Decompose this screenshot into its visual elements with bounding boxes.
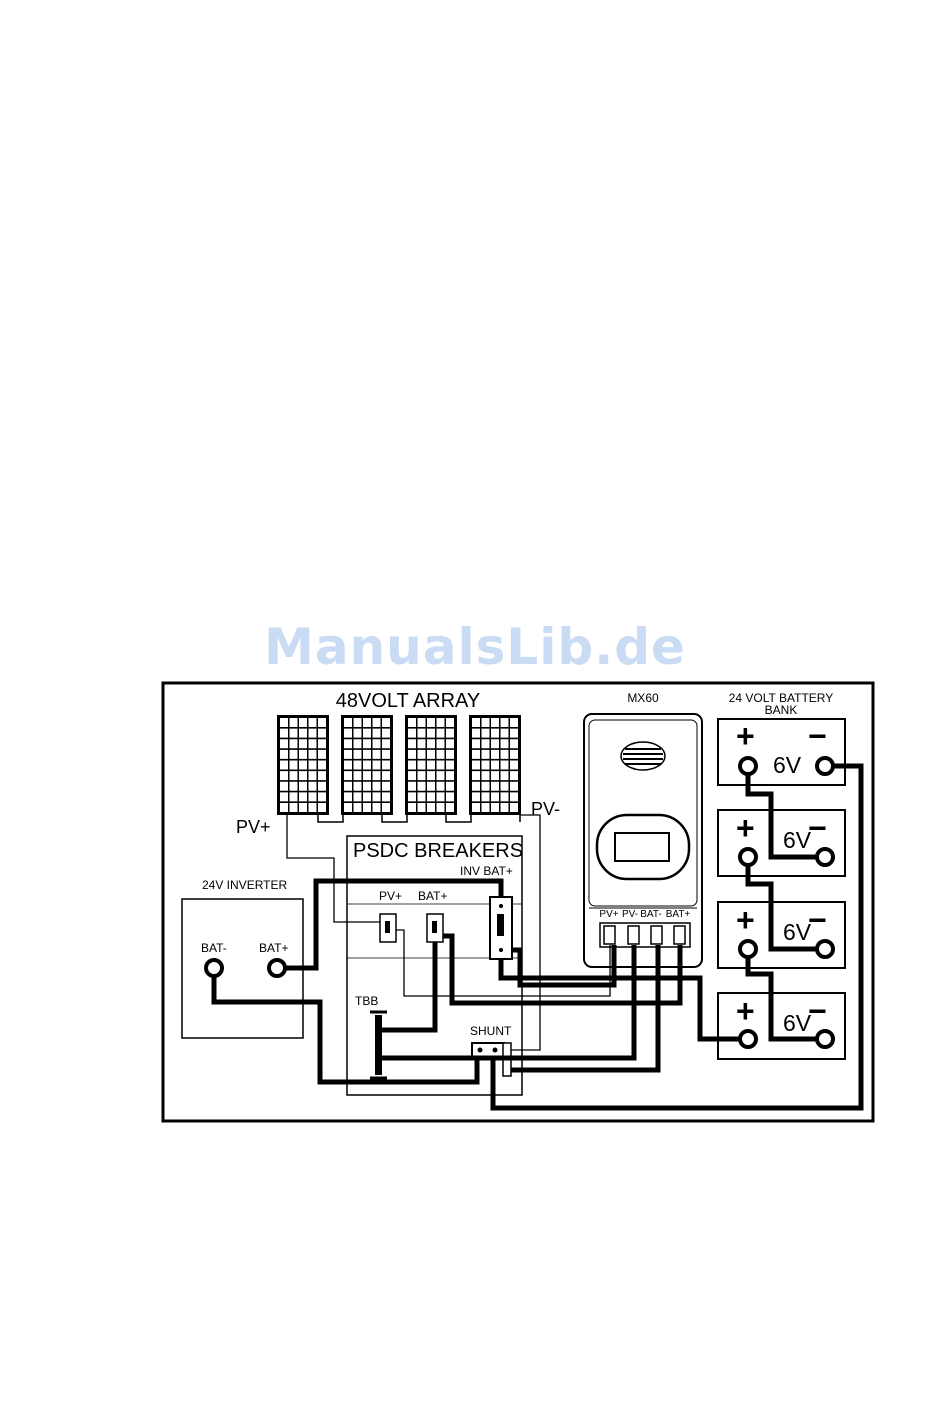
bat-plus-breaker [427, 914, 443, 942]
battery: + − 6V [718, 810, 845, 876]
battery-plus-sign: + [736, 993, 755, 1029]
battery-plus-sign: + [736, 810, 755, 846]
solar-panel [341, 715, 393, 815]
shunt-label: SHUNT [470, 1024, 512, 1038]
solar-panel [277, 715, 329, 815]
inv-bat-plus-label: INV BAT+ [460, 864, 513, 878]
battery-bank: + − 6V + − 6V + − 6V + − 6 [718, 718, 845, 1059]
battery-positive-terminal [740, 849, 756, 865]
battery-plus-sign: + [736, 718, 755, 754]
array-pv-plus-label: PV+ [236, 817, 271, 837]
inverter-title: 24V INVERTER [202, 878, 287, 892]
array-pv-minus-label: PV- [531, 799, 560, 819]
inverter-bat-plus-terminal [269, 960, 285, 976]
inverter-bat-minus-label: BAT- [201, 941, 227, 955]
battery-bank-title-line2: BANK [765, 703, 798, 717]
battery-positive-terminal [740, 941, 756, 957]
battery-positive-terminal [740, 758, 756, 774]
controller-terminal-label: BAT- [640, 909, 661, 920]
battery-negative-terminal [817, 1031, 833, 1047]
breaker-bat-plus-label: BAT+ [418, 889, 447, 903]
battery-voltage-label: 6V [783, 1010, 812, 1036]
battery-voltage-label: 6V [783, 919, 812, 945]
battery-voltage-label: 6V [783, 827, 812, 853]
breaker-pv-plus-label: PV+ [379, 889, 402, 903]
tbb-label: TBB [355, 994, 378, 1008]
pv-plus-breaker [380, 914, 396, 942]
battery-minus-sign: − [808, 718, 827, 754]
inv-bat-plus-breaker [490, 897, 512, 959]
controller-terminal-label: PV+ [599, 909, 618, 920]
solar-panel [469, 715, 521, 815]
battery-negative-terminal [817, 941, 833, 957]
battery: + − 6V [718, 993, 845, 1059]
battery-voltage-label: 6V [773, 752, 802, 778]
battery-positive-terminal [740, 1031, 756, 1047]
controller-terminal-labels: PV+ PV-BAT- BAT+ [599, 909, 690, 920]
battery: + − 6V [718, 718, 845, 785]
inverter-bat-minus-terminal [206, 960, 222, 976]
inverter-bat-plus-label: BAT+ [259, 941, 288, 955]
array-interconnect [318, 815, 520, 822]
breakers-title: PSDC BREAKERS [353, 840, 523, 862]
battery-negative-terminal [817, 758, 833, 774]
battery-negative-terminal [817, 849, 833, 865]
tbb-bus-bar [370, 1012, 387, 1078]
battery-plus-sign: + [736, 902, 755, 938]
solar-array [277, 715, 521, 815]
solar-panel [405, 715, 457, 815]
controller-title: MX60 [627, 691, 659, 705]
array-title: 48VOLT ARRAY [336, 690, 481, 712]
controller-terminal-label: BAT+ [666, 909, 691, 920]
battery: + − 6V [718, 902, 845, 968]
controller-terminal-block [600, 923, 690, 947]
controller-terminal-label: PV- [622, 909, 638, 920]
